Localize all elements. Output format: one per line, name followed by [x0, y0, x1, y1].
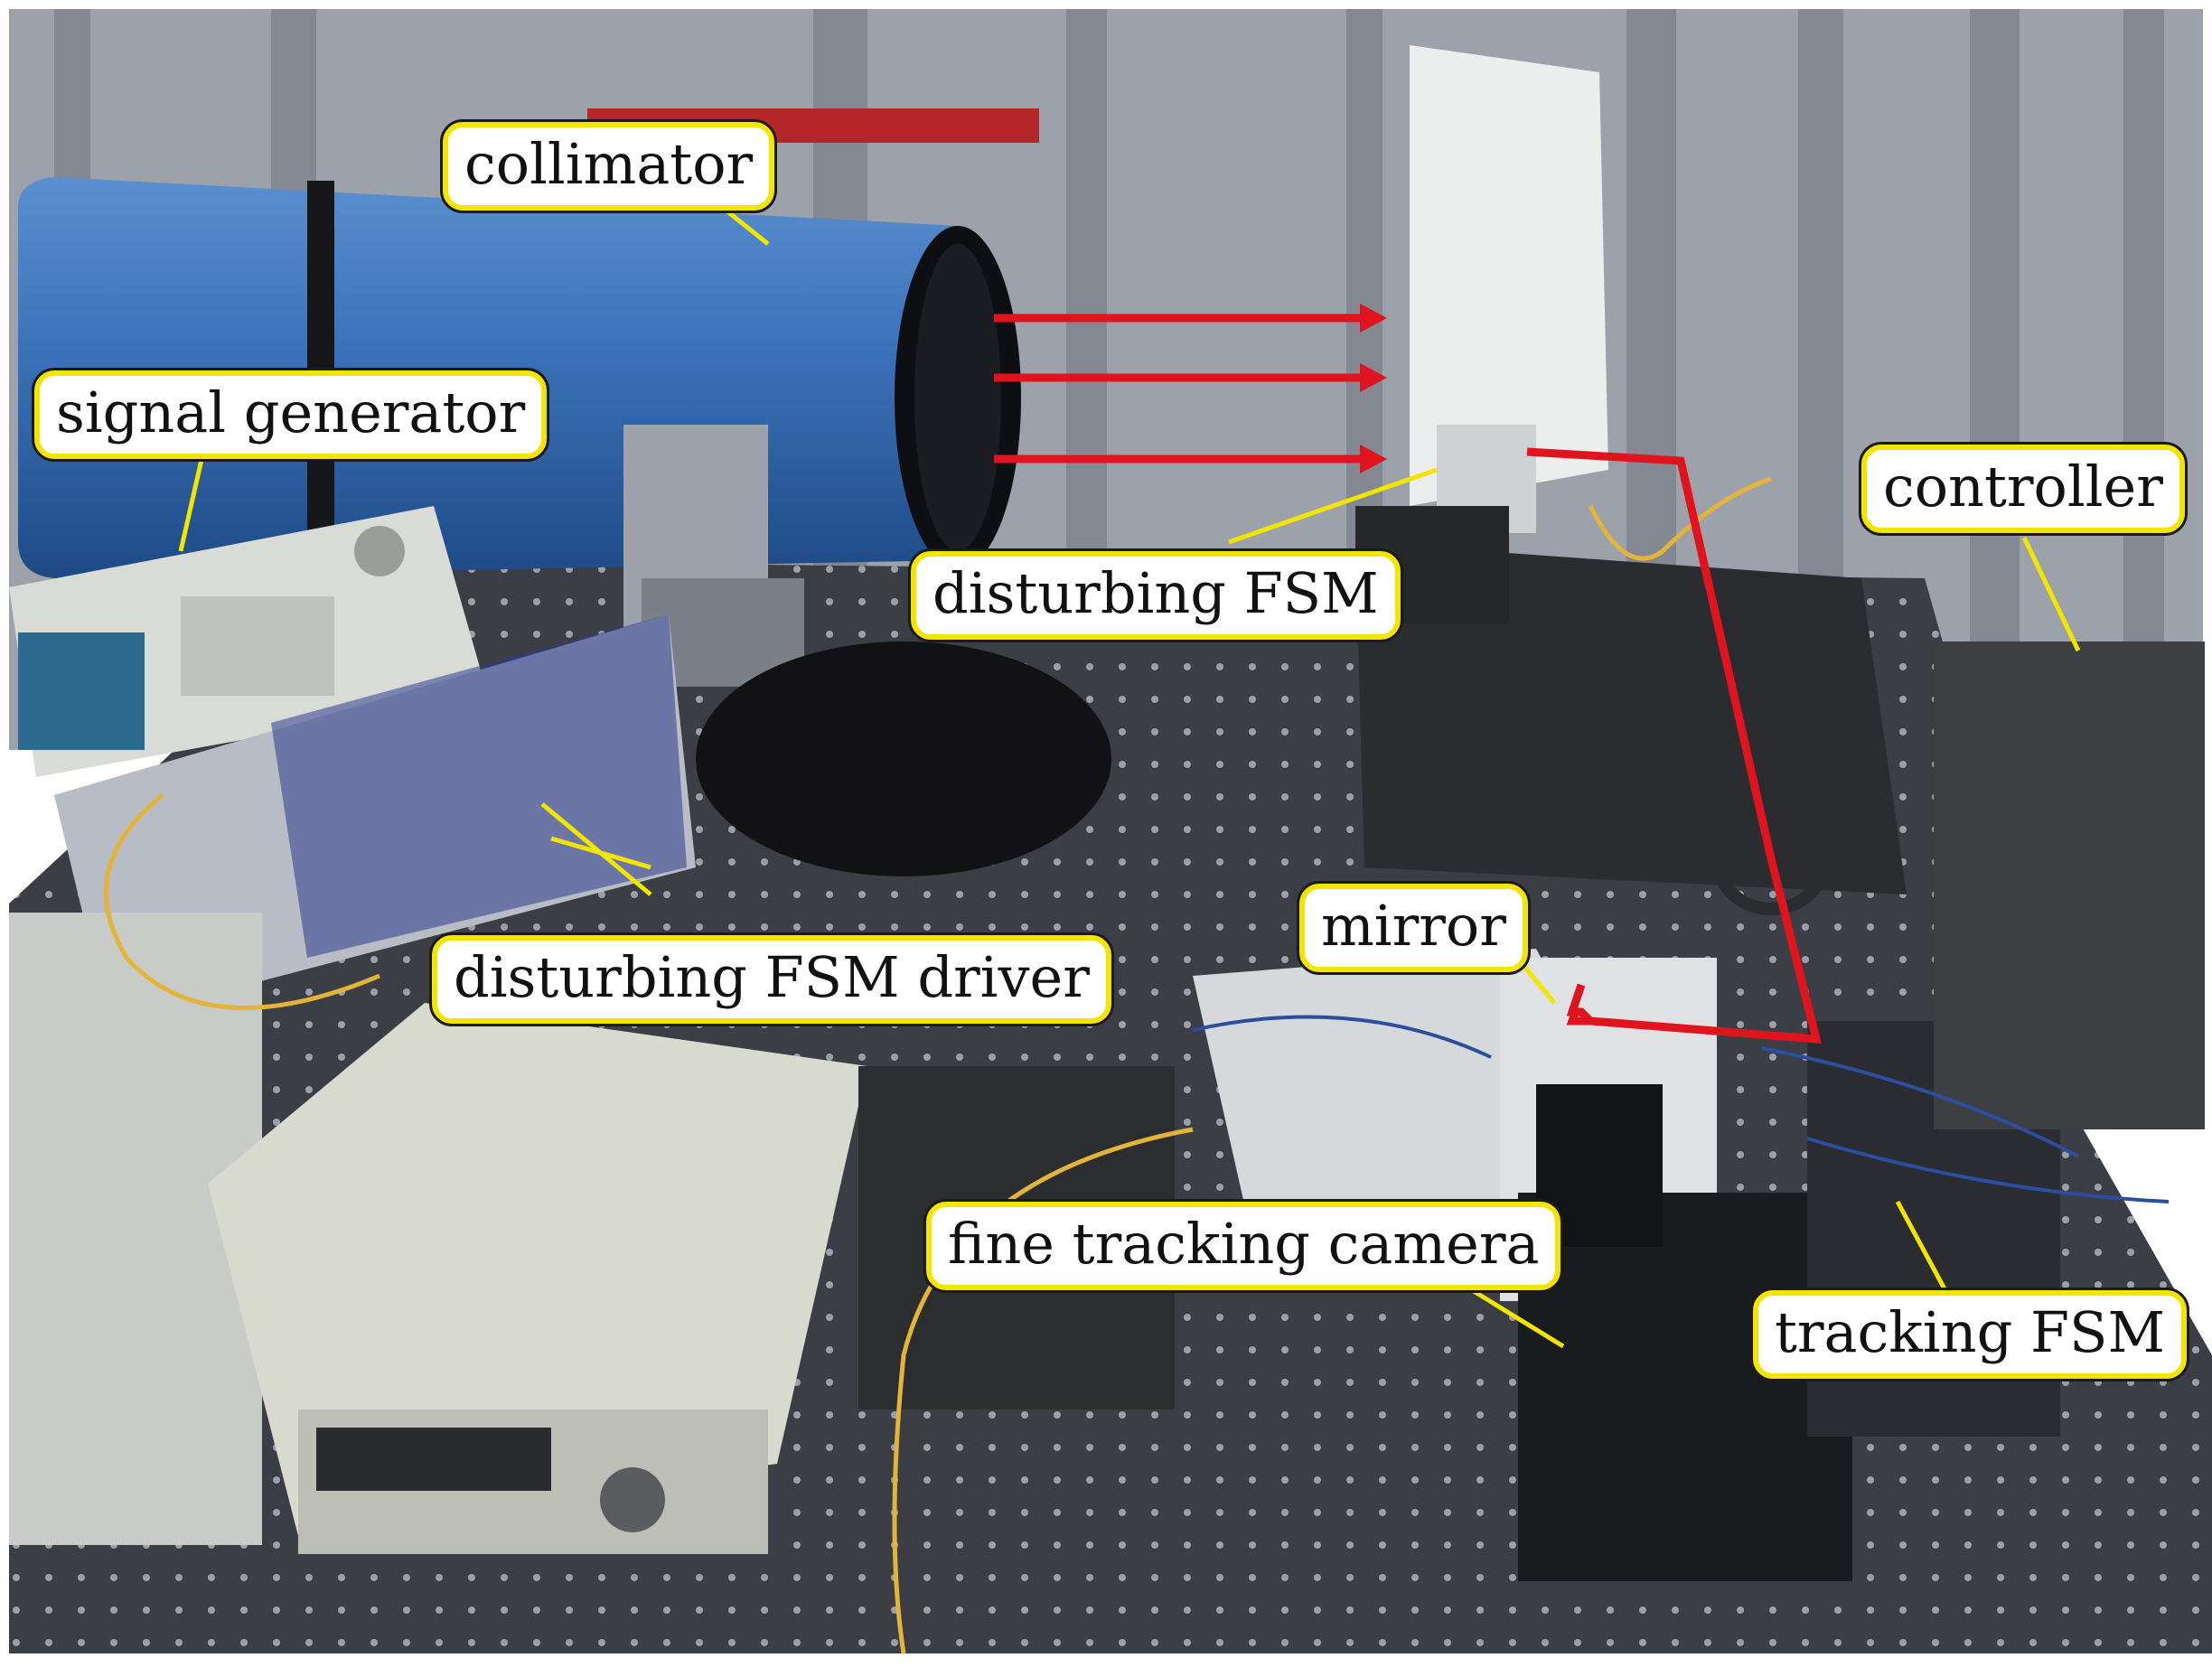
disturbing-fsm-driver-label: disturbing FSM driver — [432, 935, 1111, 1024]
collimator-label: collimator — [443, 122, 775, 211]
black-plate — [696, 642, 1111, 876]
tracking-fsm-label: tracking FSM — [1753, 1290, 2187, 1379]
power-supply-box — [208, 1003, 867, 1554]
blue-wires — [1192, 1015, 2170, 1203]
signal-generator-label: signal generator — [34, 370, 548, 459]
mirror-label: mirror — [1299, 884, 1528, 972]
fine-tracking-camera-label: fine tracking camera — [926, 1202, 1561, 1290]
fiber-cables — [104, 476, 1772, 1654]
disturbing-fsm-label: disturbing FSM — [911, 551, 1401, 640]
mirror-ring — [1711, 801, 1832, 915]
beam-paths — [994, 304, 1822, 1044]
controller-label: controller — [1861, 445, 2185, 533]
